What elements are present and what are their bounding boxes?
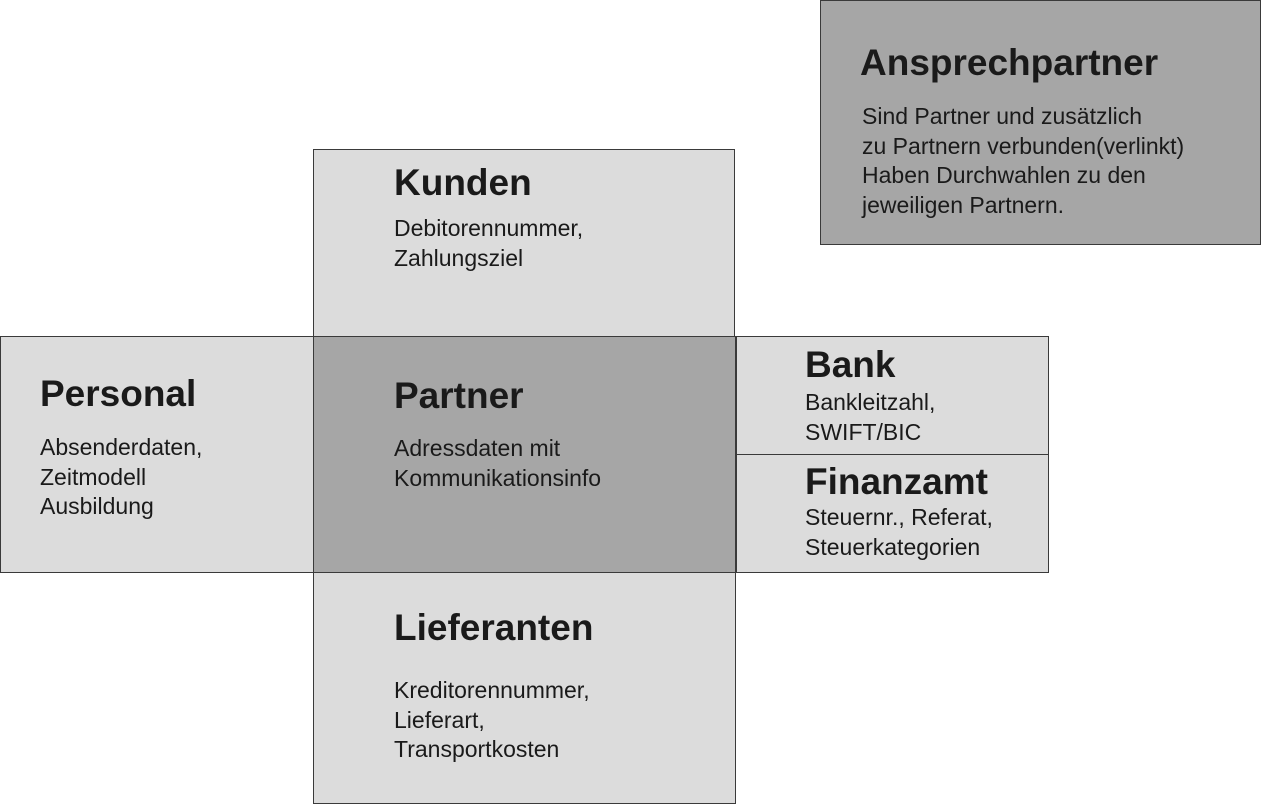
finanzamt-line: Steuerkategorien bbox=[805, 533, 981, 560]
personal-box: Personal Absenderdaten, Zeitmodell Ausbi… bbox=[0, 336, 314, 573]
personal-title: Personal bbox=[40, 373, 197, 414]
finanzamt-description: Steuernr., Referat, Steuerkategorien bbox=[805, 503, 993, 562]
ansprechpartner-description: Sind Partner und zusätzlich zu Partnern … bbox=[862, 102, 1184, 220]
ansprechpartner-box: Ansprechpartner Sind Partner und zusätzl… bbox=[820, 0, 1261, 245]
ansprechpartner-title: Ansprechpartner bbox=[860, 42, 1159, 83]
lieferanten-box: Lieferanten Kreditorennummer, Lieferart,… bbox=[313, 572, 736, 804]
bank-description: Bankleitzahl, SWIFT/BIC bbox=[805, 388, 935, 447]
kunden-title: Kunden bbox=[394, 162, 532, 203]
kunden-description: Debitorennummer, Zahlungsziel bbox=[394, 214, 583, 273]
lieferanten-line: Kreditorennummer, bbox=[394, 677, 590, 703]
personal-line: Absenderdaten, bbox=[40, 434, 203, 460]
bank-box: Bank Bankleitzahl, SWIFT/BIC bbox=[736, 336, 1049, 455]
ansprechpartner-line: zu Partnern verbunden(verlinkt) bbox=[862, 132, 1185, 159]
lieferanten-description: Kreditorennummer, Lieferart, Transportko… bbox=[394, 676, 590, 765]
personal-description: Absenderdaten, Zeitmodell Ausbildung bbox=[40, 433, 202, 522]
partner-title: Partner bbox=[394, 375, 524, 416]
lieferanten-line: Lieferart, bbox=[394, 706, 485, 733]
personal-line: Ausbildung bbox=[40, 493, 154, 519]
finanzamt-title: Finanzamt bbox=[805, 461, 988, 502]
partner-description: Adressdaten mit Kommunikationsinfo bbox=[394, 434, 601, 493]
kunden-line: Debitorennummer, bbox=[394, 215, 584, 241]
personal-line: Zeitmodell bbox=[40, 463, 147, 490]
bank-title: Bank bbox=[805, 344, 896, 385]
partner-line: Kommunikationsinfo bbox=[394, 464, 602, 491]
finanzamt-box: Finanzamt Steuernr., Referat, Steuerkate… bbox=[736, 454, 1049, 573]
lieferanten-title: Lieferanten bbox=[394, 607, 594, 648]
ansprechpartner-line: Sind Partner und zusätzlich bbox=[862, 103, 1142, 129]
partner-box: Partner Adressdaten mit Kommunikationsin… bbox=[313, 336, 736, 573]
bank-line: Bankleitzahl, bbox=[805, 389, 936, 415]
kunden-line: Zahlungsziel bbox=[394, 244, 524, 271]
kunden-box: Kunden Debitorennummer, Zahlungsziel bbox=[313, 149, 735, 338]
finanzamt-line: Steuernr., Referat, bbox=[805, 504, 993, 530]
partner-line: Adressdaten mit bbox=[394, 435, 561, 461]
ansprechpartner-line: jeweiligen Partnern. bbox=[862, 191, 1065, 218]
ansprechpartner-line: Haben Durchwahlen zu den bbox=[862, 162, 1146, 188]
bank-line: SWIFT/BIC bbox=[805, 418, 922, 445]
lieferanten-line: Transportkosten bbox=[394, 736, 560, 762]
